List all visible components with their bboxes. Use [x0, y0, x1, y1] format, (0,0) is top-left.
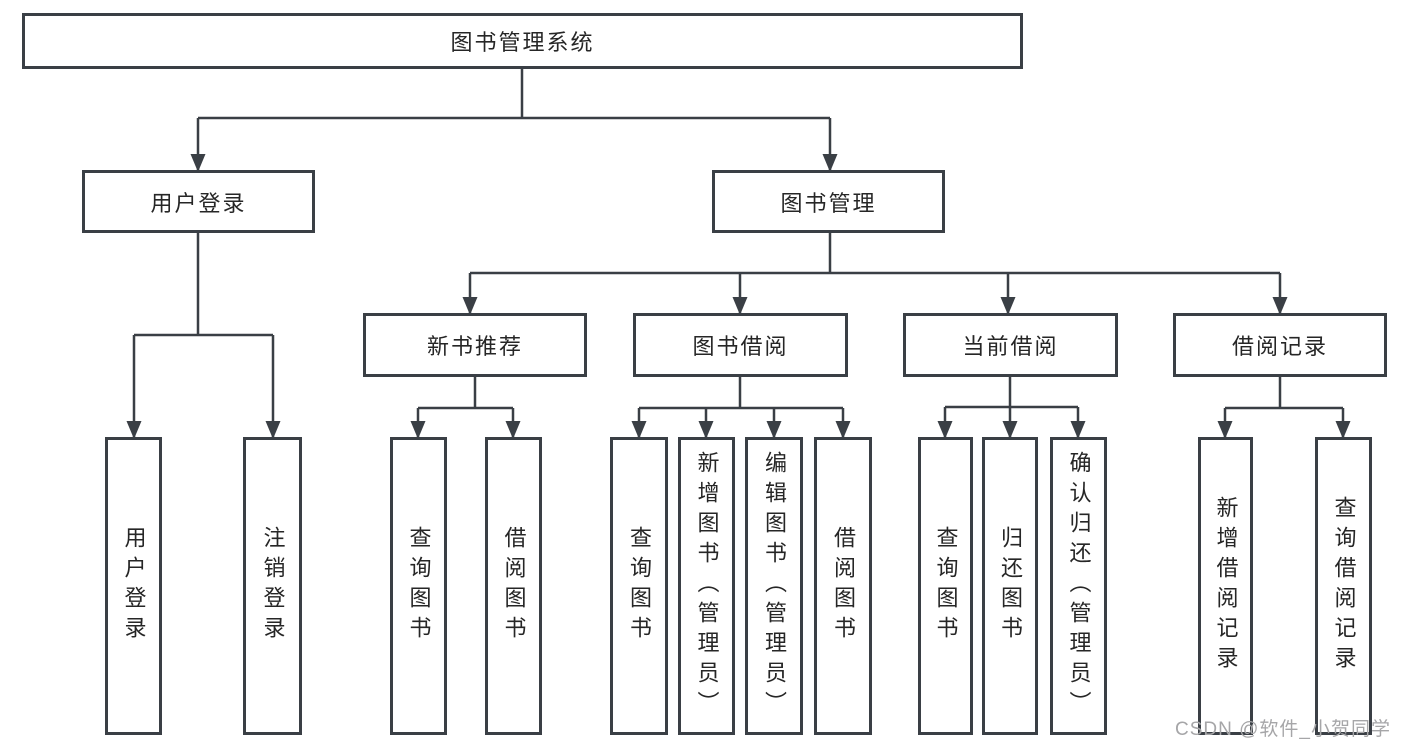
node-label: 借阅图书	[831, 526, 856, 646]
node-label: 新书推荐	[426, 334, 523, 359]
node-user-login: 用户登录	[82, 170, 315, 233]
leaf-return-books: 归还图书	[982, 437, 1038, 735]
node-label: 图书借阅	[692, 334, 789, 359]
leaf-query-books-borrowing: 查询图书	[610, 437, 668, 735]
leaf-user-login: 用户登录	[105, 437, 162, 735]
node-label: 查询借阅记录	[1331, 496, 1357, 676]
node-label: 查询图书	[933, 526, 959, 646]
node-book-borrowing: 图书借阅	[633, 313, 848, 377]
leaf-confirm-return-admin: 确认归还（管理员）	[1050, 437, 1107, 735]
node-label: 注销登录	[260, 526, 286, 646]
leaf-borrow-books-new-book: 借阅图书	[485, 437, 542, 735]
node-label: 借阅图书	[501, 526, 527, 646]
leaf-add-books-admin: 新增图书（管理员）	[678, 437, 735, 735]
node-current-borrowing: 当前借阅	[903, 313, 1118, 377]
node-library-management-system: 图书管理系统	[22, 13, 1023, 69]
node-new-book-recommend: 新书推荐	[363, 313, 587, 377]
leaf-add-borrow-record: 新增借阅记录	[1198, 437, 1253, 735]
leaf-borrow-books-borrowing: 借阅图书	[814, 437, 872, 735]
node-label: 新增借阅记录	[1213, 496, 1239, 676]
node-label: 查询图书	[406, 526, 432, 646]
node-label: 编辑图书（管理员）	[762, 451, 787, 721]
leaf-logout: 注销登录	[243, 437, 302, 735]
node-label: 确认归还（管理员）	[1066, 451, 1092, 721]
node-borrowing-records: 借阅记录	[1173, 313, 1387, 377]
node-label: 新增图书（管理员）	[694, 451, 720, 721]
node-label: 用户登录	[121, 526, 147, 646]
csdn-watermark: CSDN @软件_小贺同学	[1175, 719, 1391, 740]
node-label: 用户登录	[150, 190, 247, 216]
node-label: 当前借阅	[962, 334, 1059, 359]
node-book-management: 图书管理	[712, 170, 945, 233]
node-label: 借阅记录	[1231, 334, 1328, 359]
node-label: 归还图书	[998, 526, 1023, 646]
leaf-edit-books-admin: 编辑图书（管理员）	[745, 437, 803, 735]
node-label: 图书管理系统	[450, 30, 595, 55]
leaf-query-books-current: 查询图书	[918, 437, 973, 735]
node-label: 图书管理	[780, 190, 877, 216]
leaf-query-books-new-book: 查询图书	[390, 437, 447, 735]
leaf-query-borrow-record: 查询借阅记录	[1315, 437, 1372, 735]
node-label: 查询图书	[627, 526, 652, 646]
